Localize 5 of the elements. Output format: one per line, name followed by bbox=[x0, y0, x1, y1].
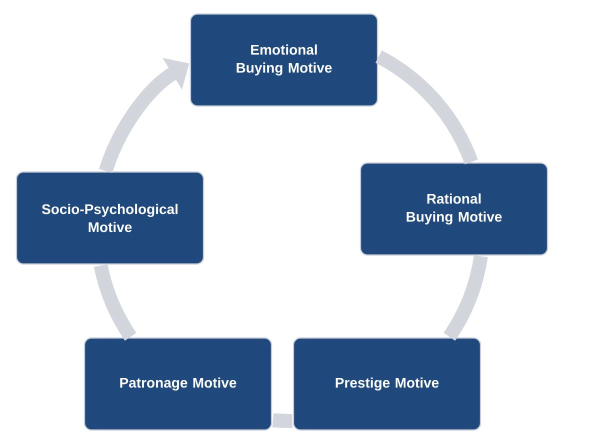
motive-box: Prestige Motive bbox=[292, 337, 482, 431]
motive-box: Patronage Motive bbox=[84, 337, 272, 431]
motive-box: Rational Buying Motive bbox=[360, 162, 548, 256]
motive-box: Emotional Buying Motive bbox=[190, 13, 378, 107]
motive-box: Socio-Psychological Motive bbox=[16, 171, 204, 265]
